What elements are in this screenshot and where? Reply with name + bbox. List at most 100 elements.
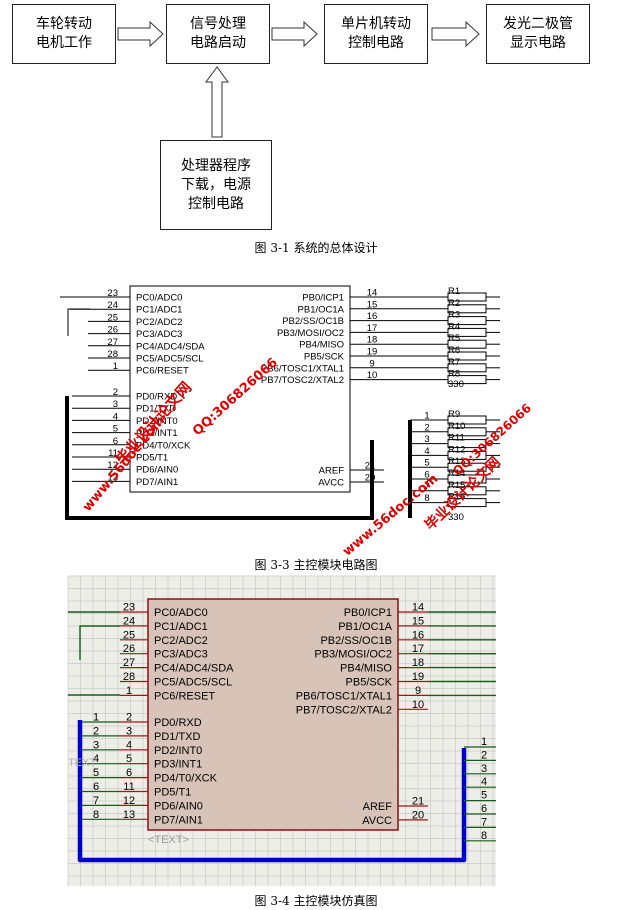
sim-left-pin-name: PC3/ADC3 [154, 649, 208, 661]
sim-left-pin-number: 26 [123, 643, 135, 655]
schem-left-pin-number: 25 [107, 312, 118, 323]
sim-left-bus-number: 2 [93, 725, 99, 737]
schem-resistor-label: R15 [448, 480, 465, 491]
schem-power-pin-number: 21 [365, 461, 376, 472]
sim-left-pin-name: PD2/INT0 [154, 745, 202, 757]
block-program-power: 处理器程序 下载，电源 控制电路 [160, 140, 272, 230]
arrow-up [205, 66, 229, 138]
sim-right-pin-name: PB3/MOSI/OC2 [314, 649, 392, 661]
sim-right-pin-name: PB2/SS/OC1B [320, 635, 392, 647]
sim-chip-body [147, 598, 399, 831]
sim-right-pin-number: 18 [412, 657, 424, 669]
sim-left-pin-name: PD4/T0/XCK [154, 773, 218, 785]
sim-right-pin-name: PB1/OC1A [338, 621, 392, 633]
schem-resistor-label: R2 [448, 298, 460, 309]
sim-left-pin-name: PC2/ADC2 [154, 635, 208, 647]
schem-right-pin-number: 14 [367, 288, 378, 299]
schem-left-pin-number: 2 [113, 387, 118, 398]
sim-left-pin-number: 23 [123, 602, 135, 614]
schem-left-pin-name: PD1/TXD [136, 404, 176, 415]
schem-resistor-label: R7 [448, 357, 460, 368]
schem-left-pin-number: 5 [113, 424, 118, 435]
schem-bus [65, 396, 374, 520]
sim-left-pin-number: 11 [123, 781, 134, 793]
schem-bus-pin-number: 2 [424, 422, 429, 433]
schem-left-pin-name: PD5/T1 [136, 453, 168, 464]
sim-left-pin-name: PC6/RESET [154, 690, 215, 702]
schem-right-pin-number: 19 [367, 347, 378, 358]
schem-resistor-label: R8 [448, 369, 460, 380]
sim-right-pin-number: 15 [412, 615, 424, 627]
schem-right-pin-name: PB4/MISO [299, 340, 344, 351]
sim-left-pin-number: 25 [123, 629, 135, 641]
sim-right-pin-name: PB4/MISO [340, 663, 392, 675]
sim-left-bus-number: 5 [93, 767, 99, 779]
schem-right-pin-number: 9 [369, 358, 374, 369]
sim-bus [77, 720, 467, 863]
sim-left-pin-number: 6 [126, 767, 132, 779]
schem-left-pin-number: 26 [107, 325, 118, 336]
sim-right-pin-number: 10 [412, 699, 424, 711]
sim-right-bus-number: 7 [481, 816, 487, 828]
caption-fig-3-4: 图 3-4 主控模块仿真图 [254, 894, 378, 908]
schem-right-pin-name: PB5/SCK [304, 352, 345, 363]
schem-left-pin-name: PD6/AIN0 [136, 465, 178, 476]
sim-text-tag-left: TEXT [68, 757, 96, 769]
sim-right-pin-name: PB0/ICP1 [344, 607, 392, 619]
schem-bus-pin-number: 7 [424, 481, 429, 492]
schem-right-pin-number: 15 [367, 299, 378, 310]
sim-right-bus-number: 2 [481, 749, 487, 761]
schem-left-pin-number: 1 [113, 361, 118, 372]
schem-resistor-label: R13 [448, 456, 465, 467]
block-wheel-motor: 车轮转动 电机工作 [12, 4, 116, 64]
schem-left-pin-number: 4 [113, 411, 118, 422]
schem-power-pin-name: AREF [319, 466, 345, 477]
sim-left-pin-number: 24 [123, 615, 135, 627]
sim-right-pin-name: PB6/TOSC1/XTAL1 [296, 690, 392, 702]
sim-right-bus-number: 4 [481, 776, 487, 788]
schem-left-pin-number: 23 [107, 288, 118, 299]
schem-left-pin-number: 12 [107, 460, 118, 471]
schem-left-pin-number: 27 [107, 337, 118, 348]
schem-left-pin-name: PC0/ADC0 [136, 293, 182, 304]
sim-right-pin-name: PB7/TOSC2/XTAL2 [296, 704, 392, 716]
schem-right-pin-number: 17 [367, 323, 378, 334]
schem-right-pin-name: PB6/TOSC1/XTAL1 [261, 363, 344, 374]
block-signal-processing: 信号处理 电路启动 [166, 4, 270, 64]
schem-bus-pin-number: 8 [424, 493, 429, 504]
sim-text-tag: <TEXT> [148, 834, 189, 846]
schem-resistor-label: R5 [448, 333, 460, 344]
arrow-right-1 [117, 20, 164, 48]
sim-left-bus-number: 6 [93, 781, 99, 793]
sim-wire-pc1 [79, 625, 120, 660]
schem-bus-pin-number: 6 [424, 470, 429, 481]
sim-left-pin-number: 13 [123, 809, 135, 821]
schem-resistor-label: R3 [448, 310, 460, 321]
sim-right-bus-number: 1 [481, 736, 487, 748]
sim-left-pin-number: 28 [123, 671, 135, 683]
sim-left-bus-number: 7 [93, 795, 99, 807]
sim-left-pin-name: PC5/ADC5/SCL [154, 677, 232, 689]
schem-left-pin-number: 3 [113, 399, 118, 410]
sim-left-pin-name: PD0/RXD [154, 717, 202, 729]
sim-right-bus-number: 3 [481, 763, 487, 775]
sim-left-pin-name: PD5/T1 [154, 787, 191, 799]
schem-bus-pin-number: 4 [424, 446, 429, 457]
schem-left-pin-name: PC1/ADC1 [136, 305, 182, 316]
block-arrows [117, 20, 480, 138]
schem-left-pin-number: 11 [108, 448, 118, 459]
schem-right-pin-name: PB1/OC1A [298, 304, 345, 315]
schem-resistor-value-bottom: 330 [448, 512, 464, 523]
schem-left-pin-number: 24 [107, 300, 118, 311]
sim-left-bus-number: 3 [93, 739, 99, 751]
sim-right-bus-number: 8 [481, 830, 487, 842]
schem-wire-pc1 [67, 308, 90, 336]
sim-right-bus-number: 5 [481, 790, 487, 802]
block-led-display: 发光二极管 显示电路 [486, 4, 590, 64]
schem-right-pin-name: PB2/SS/OC1B [282, 316, 344, 327]
schem-right-pin-number: 18 [367, 335, 378, 346]
schem-power-pin-name: AVCC [318, 478, 344, 489]
schem-resistor-label: R6 [448, 345, 460, 356]
schem-bus-pin-number: 1 [424, 411, 429, 422]
